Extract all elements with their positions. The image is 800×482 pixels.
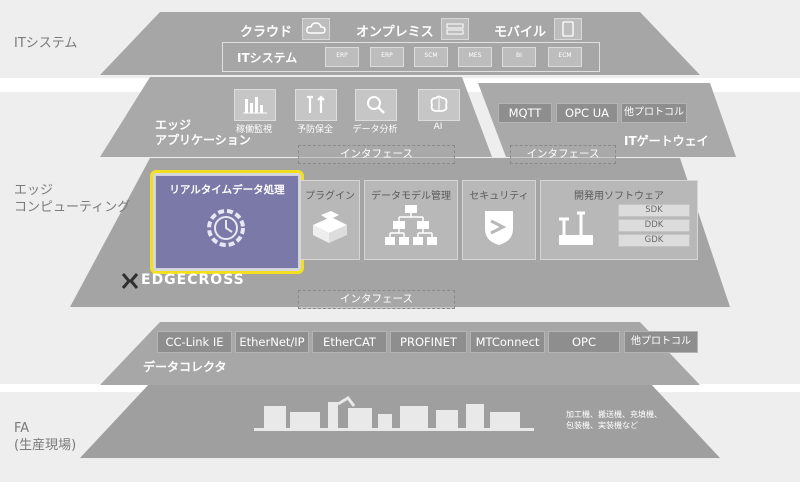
ddk-chip: DDK [618,219,690,232]
bar-chart-icon [240,93,270,121]
label-fa: FA (生産現場) [14,421,77,453]
realtime-card: リアルタイムデータ処理 [155,175,299,269]
protocol-opc-ua: OPC UA [556,103,618,123]
it-mini-screen-icon: SCM [414,47,448,67]
realtime-title: リアルタイムデータ処理 [169,184,285,196]
shield-icon [485,211,513,245]
tools-icon [301,93,331,121]
it-mini-screen-icon: ERP [370,47,404,67]
it-mini-screen-label: SCM [424,52,438,59]
toolbox-icon [559,211,593,245]
edge-app-label: エッジ アプリケーション [155,118,251,147]
it-mini-screen-icon: ECM [548,47,582,67]
plugin-title: プラグイン [305,191,355,202]
dev-software-title: 開発用ソフトウェア [574,191,664,202]
edge-app-item-label: 稼働監視 [235,125,272,135]
fa-machines-note: 加工機、搬送機、充填機、 包装機、実装機など [566,410,662,430]
interface-edge-app: インタフェース [298,145,455,164]
onprem-label: オンプレミス [356,25,434,40]
it-mini-screen-label: MES [468,52,482,59]
factory-machines-icon [254,396,534,431]
protocol-mqtt: MQTT [498,103,552,123]
sdk-chip: SDK [618,204,690,217]
interface-it-gateway: インタフェース [510,145,616,164]
data-model-card: データモデル管理 [364,180,458,260]
plugin-card: プラグイン [300,180,360,260]
realtime-highlight-frame: リアルタイムデータ処理 [150,170,304,274]
collector-protocol-chip: OPC [548,331,620,353]
server-icon [441,18,469,40]
hierarchy-icon [385,205,437,245]
collector-protocol-chip: CC-Link IE [157,331,232,353]
it-mini-screen-icon: MES [458,47,492,67]
security-card: セキュリティ [462,180,536,260]
interface-edge-computing: インタフェース [298,290,455,309]
magnifier-icon [361,93,391,121]
edge-app-item [418,89,460,121]
data-model-title: データモデル管理 [371,191,451,202]
it-system-inner-box [222,42,600,72]
edge-app-item [355,89,397,121]
cloud-icon [302,18,330,40]
label-edge-computing: エッジ コンピューティング [14,183,131,215]
security-title: セキュリティ [469,191,529,202]
it-mini-screen-label: ECM [558,52,572,59]
data-collector-label: データコレクタ [143,360,227,374]
label-it-system: ITシステム [14,36,78,51]
edge-app-item [295,89,337,121]
it-mini-screen-label: BI [516,52,522,59]
it-mini-screen-label: ERP [381,52,393,59]
edge-app-item-label: 予防保全 [296,125,333,135]
mobile-label: モバイル [494,25,547,40]
it-mini-screen-icon: BI [502,47,536,67]
it-gateway-label: ITゲートウェイ [624,134,709,148]
it-system-inner-label: ITシステム [237,51,298,65]
collector-protocol-chip: PROFINET [390,331,467,353]
edgecross-brand: EDGECROSS [141,272,245,288]
collector-protocol-chip: MTConnect [470,331,545,353]
protocol-other-gateway: 他プロトコル [621,103,687,123]
edge-app-item-label: AI [433,122,443,132]
it-mini-screen-label: ERP [336,52,348,59]
brain-icon [424,93,454,121]
collector-protocol-chip: EtherNet/IP [235,331,309,353]
plugin-icon [313,211,347,243]
collector-protocol-chip: 他プロトコル [624,331,698,353]
edge-app-item [234,89,276,121]
cloud-label: クラウド [240,25,293,40]
realtime-gear-icon [207,209,245,247]
edgecross-logo-icon [121,273,139,289]
edge-app-item-label: データ分析 [352,125,398,135]
gdk-chip: GDK [618,234,690,247]
collector-protocol-chip: EtherCAT [312,331,387,353]
it-mini-screen-icon: ERP [325,47,359,67]
tablet-icon [554,18,582,40]
